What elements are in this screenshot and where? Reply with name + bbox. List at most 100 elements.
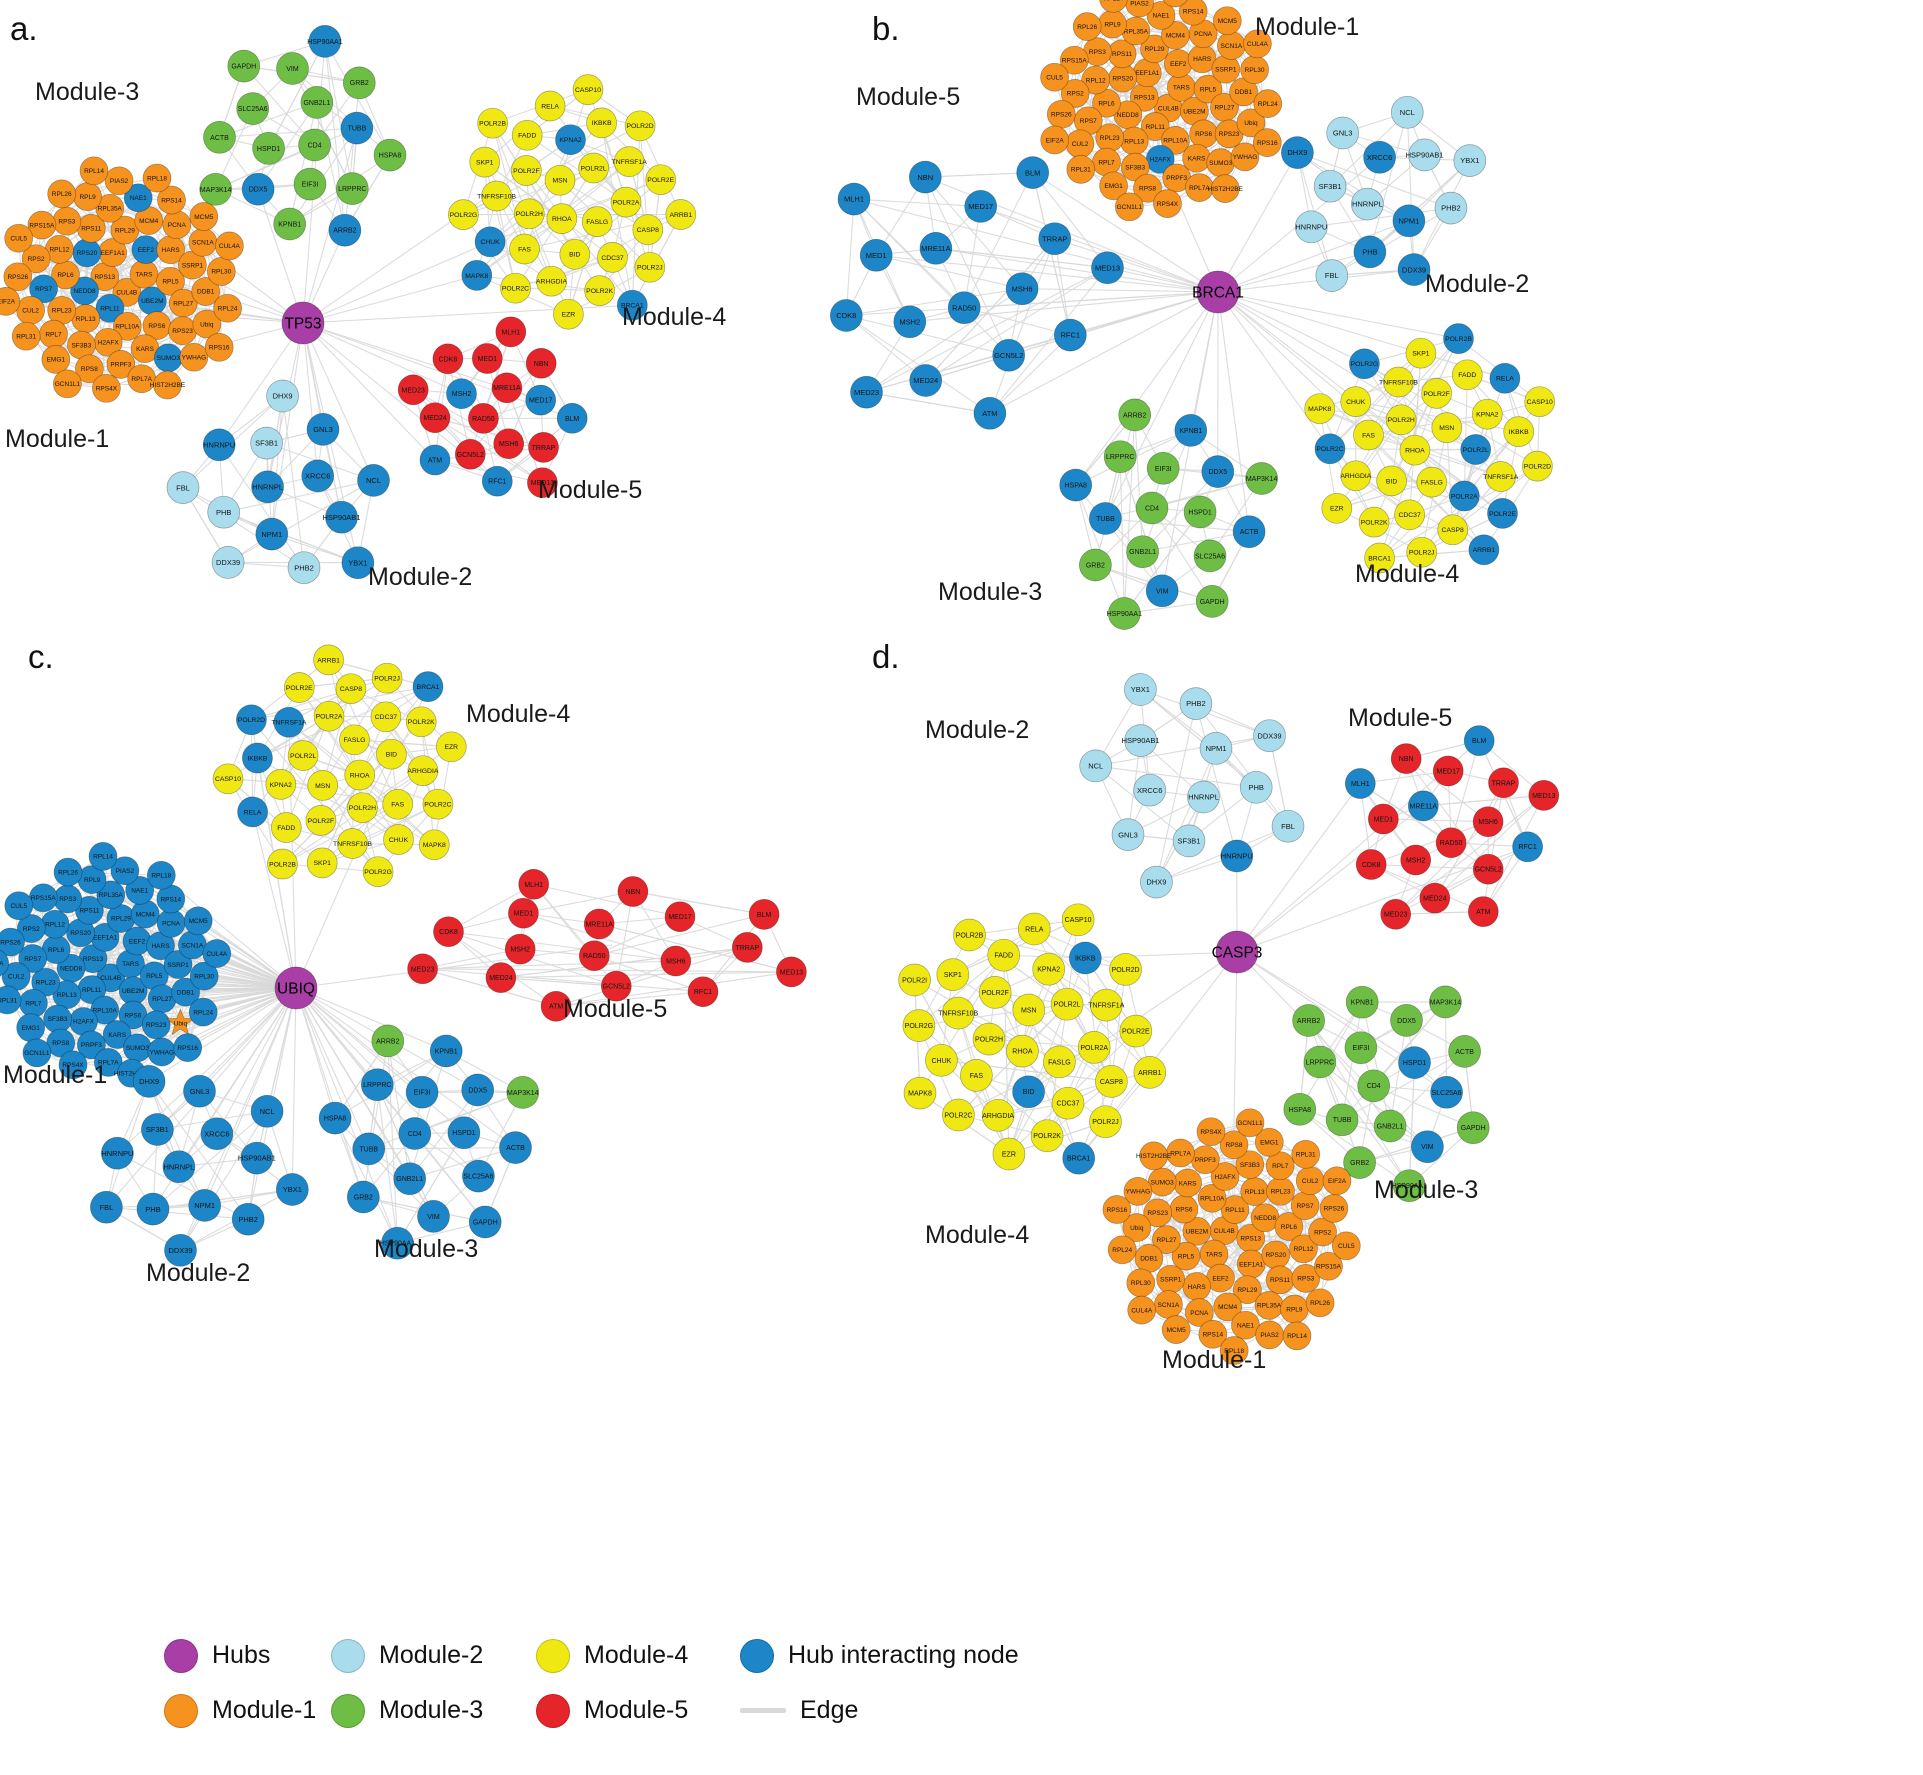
node-label: LRPPRC — [1106, 454, 1134, 461]
module-label: Module-5 — [856, 83, 960, 111]
node-label: RPL27 — [1157, 1237, 1177, 1244]
module-label: Module-1 — [1162, 1346, 1266, 1374]
node-MED13 — [527, 467, 558, 499]
node-label: MED17 — [1437, 768, 1460, 775]
node-label: BRCA1 — [621, 303, 644, 310]
edge — [148, 1081, 249, 1220]
edge — [298, 687, 392, 755]
node-BRCA1 — [412, 671, 444, 702]
node-RPL23 — [31, 967, 61, 997]
edge — [215, 144, 315, 190]
node-label: DDB1 — [197, 289, 215, 296]
node-DDX5 — [461, 1073, 495, 1107]
node-BLM — [748, 899, 780, 930]
node-RPS2 — [1308, 1217, 1337, 1247]
node-POLR2J — [1089, 1105, 1122, 1139]
node-label: FASLG — [1421, 479, 1443, 486]
node-Ubiq — [1122, 1213, 1152, 1242]
node-DDB1 — [171, 977, 200, 1007]
edge — [448, 931, 617, 987]
node-CUL4A — [215, 231, 244, 261]
node-MAPK8 — [903, 1076, 937, 1110]
node-label: MED23 — [411, 966, 434, 973]
node-RPL29 — [1140, 34, 1169, 64]
edge — [559, 179, 649, 231]
node-label: TUBB — [1333, 1117, 1352, 1124]
node-SSRP1 — [163, 950, 193, 979]
node-label: FADD — [277, 825, 295, 832]
edge — [422, 968, 704, 993]
node-EIF2A — [0, 949, 9, 977]
node-label: RPS8 — [1226, 1142, 1243, 1149]
node-label: RPS7 — [1297, 1203, 1314, 1210]
edge — [1142, 531, 1250, 553]
node-label: H2AFX — [73, 1019, 95, 1026]
node-label: RPL7 — [1272, 1163, 1289, 1170]
node-POLR2F — [978, 976, 1012, 1009]
node-label: RPL35A — [98, 206, 123, 213]
module3-swatch-icon — [331, 1693, 365, 1728]
node-DDX39 — [164, 1233, 197, 1267]
node-GRB2 — [1343, 1146, 1376, 1179]
node-YWHAG — [179, 342, 209, 372]
edge — [963, 206, 982, 308]
node-label: POLR2B — [269, 861, 296, 868]
node-label: KPNA2 — [270, 782, 293, 789]
node-label: PHB — [216, 508, 231, 517]
node-label: RPS6 — [1195, 131, 1212, 138]
node-label: NPM1 — [1398, 216, 1419, 225]
panel-letter: a. — [10, 10, 38, 47]
node-label: DHX9 — [1146, 878, 1166, 887]
node-label: RPL18 — [1224, 1348, 1244, 1355]
node-label: SLC25A6 — [1195, 553, 1225, 560]
node-label: RPS14 — [160, 896, 181, 903]
edge — [1048, 968, 1151, 1073]
node-HSPD1 — [1398, 1046, 1431, 1079]
node-label: Ubiq — [200, 321, 214, 328]
node-label: POLR2A — [1451, 493, 1478, 500]
edge — [1297, 152, 1410, 222]
node-label: SF3B3 — [1125, 164, 1145, 171]
node-RPL12 — [1289, 1234, 1318, 1264]
node-label: PHB2 — [294, 563, 314, 572]
node-RPS2 — [16, 914, 46, 943]
edge — [1446, 427, 1454, 530]
node-MCM4 — [1213, 1292, 1243, 1322]
node-POLR2G — [1349, 348, 1380, 380]
node-label: RPS3 — [59, 896, 76, 903]
node-label: RPS15A — [1062, 58, 1088, 65]
edge — [533, 883, 681, 918]
node-label: POLR2G — [1351, 361, 1379, 368]
edge — [434, 446, 544, 461]
node-label: HSPA8 — [324, 1116, 347, 1123]
node-CASP8 — [1095, 1065, 1128, 1098]
node-label: SCN1A — [1221, 43, 1243, 50]
node-label: RPL29 — [1237, 1287, 1257, 1294]
node-MAP3K14 — [199, 172, 233, 206]
node-POLR2J — [371, 662, 403, 694]
node-KPNA2 — [1032, 952, 1066, 986]
node-NPM1 — [255, 517, 289, 551]
node-DDX5 — [1201, 455, 1235, 488]
edge — [515, 256, 613, 289]
node-label: DDB1 — [1235, 89, 1253, 96]
node-label: DDX39 — [1402, 265, 1426, 274]
node-label: SF3B1 — [1178, 837, 1201, 846]
node-CASP8 — [632, 214, 664, 246]
node-TNFRSF10B — [481, 180, 512, 212]
node-label: KPNB1 — [1351, 1000, 1374, 1007]
node-FADD — [1451, 359, 1483, 391]
node-POLR2G — [448, 199, 479, 230]
node-FASLG — [1416, 466, 1448, 498]
node-XRCC6 — [1363, 140, 1396, 174]
edge — [282, 395, 305, 568]
node-RPL14 — [88, 842, 118, 871]
node-ATM — [419, 444, 451, 476]
node-label: RPS16 — [209, 345, 230, 352]
node-FADD — [270, 812, 302, 843]
node-label: NCL — [260, 1107, 275, 1116]
node-RPS8 — [1133, 173, 1162, 203]
node-label: KPNB1 — [1179, 428, 1202, 435]
node-GNL3 — [306, 413, 340, 446]
